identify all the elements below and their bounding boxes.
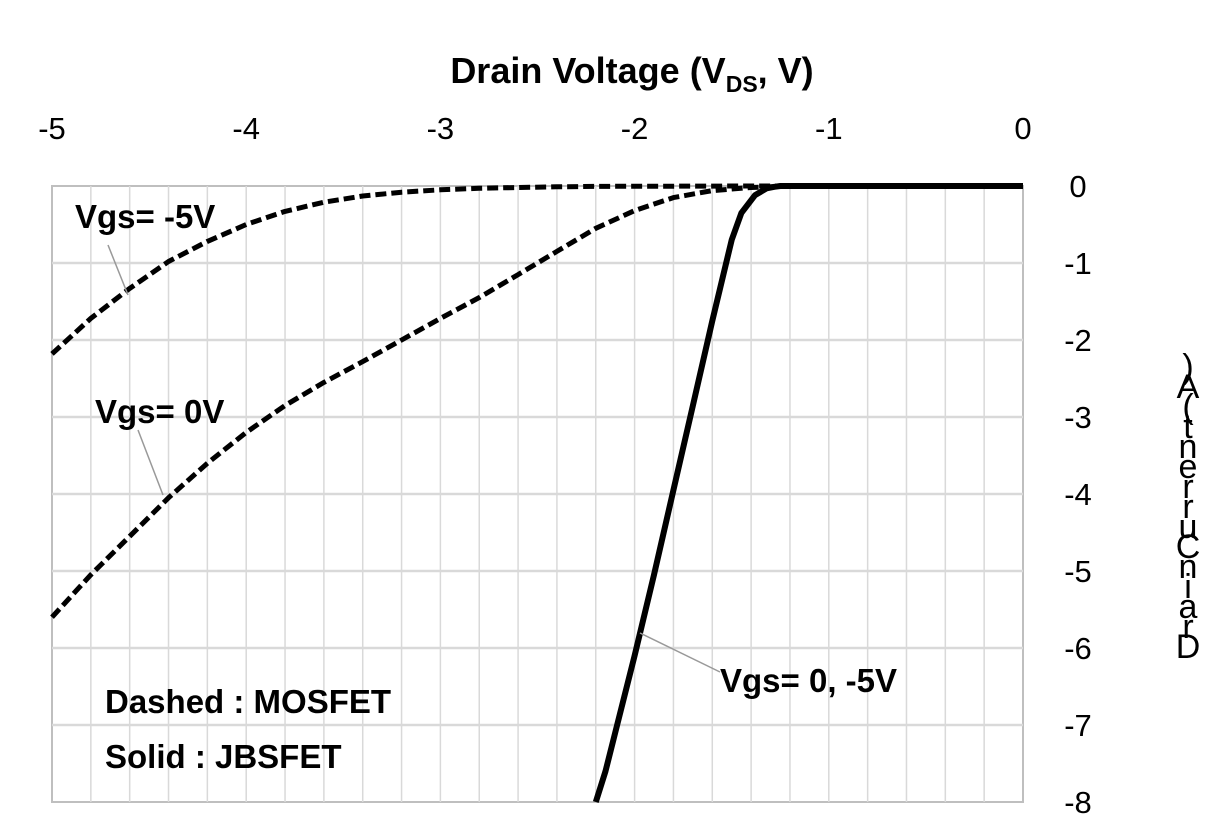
grid: [51, 185, 1024, 803]
leader-vgs-0-minus5: [639, 632, 721, 673]
x-tick-label: 0: [1014, 111, 1031, 146]
y-axis-title-char: D: [1176, 628, 1201, 666]
legend-note-solid: Solid : JBSFET: [105, 738, 342, 775]
x-axis-title: Drain Voltage (VDS, V): [450, 50, 813, 97]
y-tick-label: -2: [1064, 323, 1092, 358]
y-axis-title-char: A: [1177, 368, 1200, 406]
y-tick-label: -8: [1064, 785, 1092, 820]
leader-vgs-minus5: [107, 244, 129, 296]
leader-vgs-0: [137, 429, 164, 496]
y-tick-label: -7: [1064, 708, 1092, 743]
y-tick-label: -5: [1064, 554, 1092, 589]
x-tick-label: -5: [38, 111, 66, 146]
y-axis-title-char: a: [1179, 588, 1198, 626]
y-tick-labels: 0 -1 -2 -3 -4 -5 -6 -7 -8: [1064, 169, 1092, 820]
legend-note-dashed: Dashed : MOSFET: [105, 683, 391, 720]
y-axis-title-char: (: [1182, 388, 1194, 426]
y-axis-title-char: ): [1182, 348, 1193, 386]
x-tick-labels: -5 -4 -3 -2 -1 0: [38, 111, 1031, 146]
y-axis-title-char: t: [1183, 408, 1193, 446]
x-tick-label: -1: [815, 111, 843, 146]
series-layer: [50, 183, 1023, 803]
y-axis-title-char: n: [1179, 548, 1198, 586]
y-axis-title-char: n: [1179, 428, 1198, 466]
y-axis-title-char: u: [1179, 508, 1198, 546]
y-tick-label: -3: [1064, 400, 1092, 435]
y-tick-label: 0: [1069, 169, 1086, 204]
annotation-vgs-0-minus5: Vgs= 0, -5V: [720, 662, 897, 699]
series-line-3: [592, 183, 1023, 803]
y-axis-title-char: r: [1182, 468, 1193, 506]
x-tick-label: -4: [232, 111, 260, 146]
x-tick-label: -2: [621, 111, 649, 146]
annotation-vgs-0: Vgs= 0V: [95, 393, 224, 430]
y-tick-label: -4: [1064, 477, 1092, 512]
x-tick-label: -3: [427, 111, 455, 146]
annotation-leaders: [107, 244, 721, 673]
annotation-vgs-minus5: Vgs= -5V: [75, 198, 215, 235]
y-axis-title-char: i: [1184, 568, 1192, 606]
y-axis-title-char: e: [1179, 448, 1198, 486]
y-axis-title-char: r: [1182, 608, 1193, 646]
y-axis-title-char: C: [1176, 528, 1201, 566]
y-tick-label: -6: [1064, 631, 1092, 666]
y-tick-label: -1: [1064, 246, 1092, 281]
y-axis-title-char: r: [1182, 488, 1193, 526]
